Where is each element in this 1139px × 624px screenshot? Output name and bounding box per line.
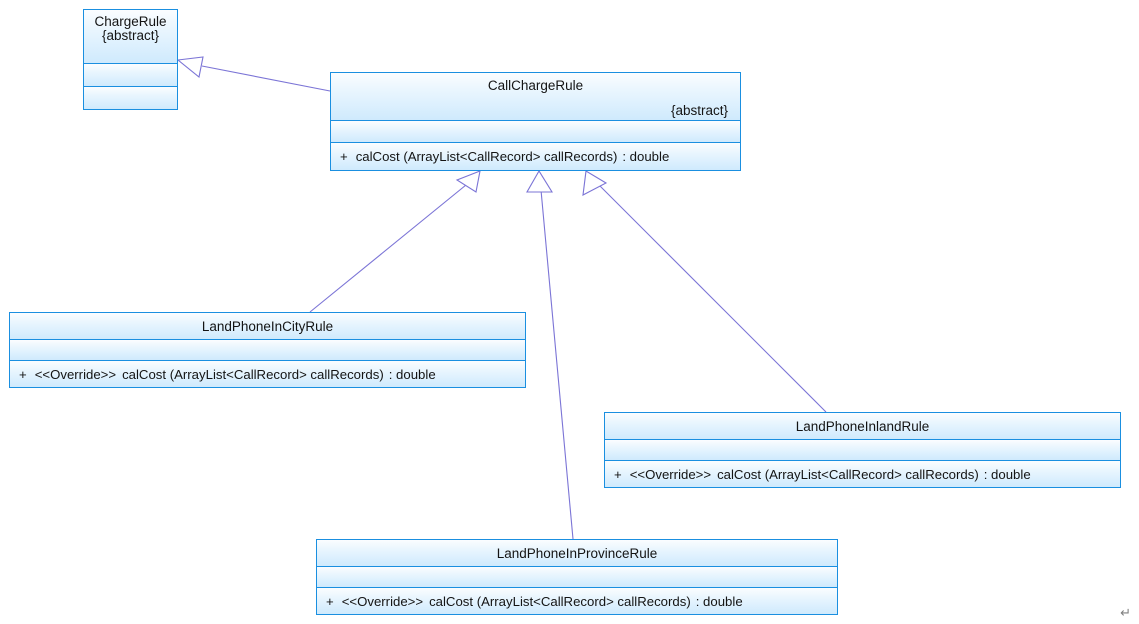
- class-title: LandPhoneInProvinceRule: [496, 546, 658, 561]
- generalization-arrowhead: [176, 56, 204, 78]
- operation-visibility: +: [19, 366, 27, 382]
- class-name-compartment: CallChargeRule {abstract}: [331, 73, 740, 121]
- class-name-compartment: LandPhoneInProvinceRule: [317, 540, 837, 567]
- operation-visibility: +: [340, 149, 348, 165]
- class-title: LandPhoneInlandRule: [795, 419, 930, 434]
- operation-visibility: +: [326, 593, 334, 609]
- generalization-callchargerule-to-chargerule[interactable]: [176, 56, 331, 92]
- class-operations-compartment: + calCost (ArrayList<CallRecord> callReco…: [331, 143, 740, 170]
- class-title: LandPhoneInCityRule: [201, 319, 334, 334]
- class-operations-compartment: [84, 87, 177, 109]
- class-attributes-compartment: [10, 339, 525, 362]
- class-attributes-compartment: [605, 439, 1120, 462]
- operation-visibility: +: [614, 466, 622, 482]
- operation-signature: calCost (ArrayList<CallRecord> callRecor…: [429, 593, 691, 609]
- class-title: CallChargeRule: [487, 78, 584, 93]
- operation-row: + <<Override>> calCost (ArrayList<CallReco…: [10, 368, 436, 381]
- generalization-inprovince-to-callchargerule[interactable]: [526, 169, 574, 540]
- operation-signature: calCost (ArrayList<CallRecord> callRecor…: [122, 366, 384, 382]
- generalization-arrowhead: [455, 170, 481, 193]
- class-box-chargerule[interactable]: ChargeRule {abstract}: [83, 9, 178, 110]
- class-box-landphoneinprovincerule[interactable]: LandPhoneInProvinceRule + <<Override>> cal…: [316, 539, 838, 615]
- class-box-landphoneinlandrule[interactable]: LandPhoneInlandRule + <<Override>> calCost…: [604, 412, 1121, 488]
- class-attributes-compartment: [317, 566, 837, 589]
- operation-return-type: : double: [983, 466, 1031, 482]
- generalization-arrowhead: [526, 169, 553, 193]
- operation-return-type: : double: [622, 149, 670, 165]
- class-name-compartment: LandPhoneInCityRule: [10, 313, 525, 340]
- operation-row: + calCost (ArrayList<CallRecord> callReco…: [331, 150, 669, 163]
- operation-stereotype: <<Override>>: [34, 366, 117, 382]
- class-modifier: {abstract}: [101, 27, 160, 43]
- operation-stereotype: <<Override>>: [629, 466, 712, 482]
- generalization-arrowhead: [582, 170, 608, 196]
- class-box-landphoneincityrule[interactable]: LandPhoneInCityRule + <<Override>> calCost…: [9, 312, 526, 388]
- operation-signature: calCost (ArrayList<CallRecord> callRecor…: [355, 149, 618, 165]
- operation-row: + <<Override>> calCost (ArrayList<CallReco…: [317, 595, 743, 608]
- class-modifier: {abstract}: [670, 102, 728, 118]
- class-title: ChargeRule: [94, 14, 167, 29]
- generalization-incity-to-callchargerule[interactable]: [309, 170, 481, 313]
- class-attributes-compartment: [84, 64, 177, 88]
- class-box-callchargerule[interactable]: CallChargeRule {abstract} + calCost (Arra…: [330, 72, 741, 171]
- operation-signature: calCost (ArrayList<CallRecord> callRecor…: [717, 466, 979, 482]
- class-operations-compartment: + <<Override>> calCost (ArrayList<CallReco…: [605, 461, 1120, 488]
- class-operations-compartment: + <<Override>> calCost (ArrayList<CallReco…: [10, 361, 525, 388]
- operation-return-type: : double: [695, 593, 743, 609]
- class-name-compartment: LandPhoneInlandRule: [605, 413, 1120, 440]
- paragraph-mark-icon: ↵: [1120, 606, 1131, 621]
- operation-return-type: : double: [388, 366, 436, 382]
- operation-row: + <<Override>> calCost (ArrayList<CallReco…: [605, 468, 1031, 481]
- class-attributes-compartment: [331, 120, 740, 144]
- class-name-compartment: ChargeRule {abstract}: [84, 10, 177, 65]
- operation-stereotype: <<Override>>: [341, 593, 424, 609]
- generalization-inland-to-callchargerule[interactable]: [582, 170, 827, 413]
- class-operations-compartment: + <<Override>> calCost (ArrayList<CallReco…: [317, 588, 837, 615]
